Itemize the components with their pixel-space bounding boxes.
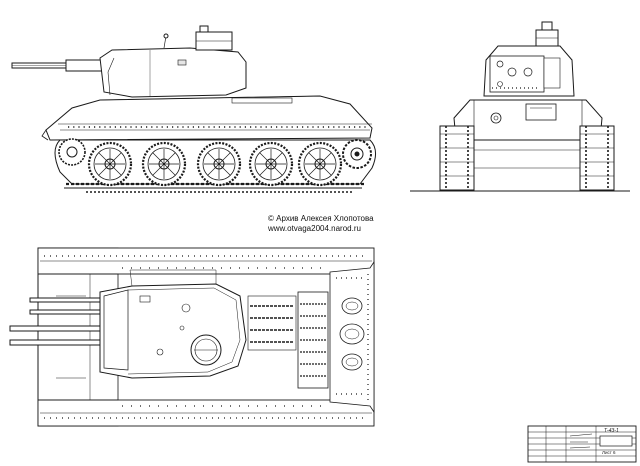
road-wheel xyxy=(87,141,133,187)
front-cupola xyxy=(535,21,559,47)
side-turret xyxy=(99,25,247,98)
front-left-track xyxy=(439,125,475,191)
front-turret xyxy=(483,45,575,97)
road-wheel xyxy=(196,141,242,187)
drive-sprocket xyxy=(342,139,372,169)
title-block-sheet: Лист 6 xyxy=(602,450,616,455)
side-road-wheels xyxy=(58,138,372,187)
title-block: Т-43-1 Лист 6 xyxy=(527,425,637,463)
rear-hatch-center xyxy=(339,323,365,345)
road-wheel xyxy=(297,141,343,187)
road-wheel xyxy=(248,141,294,187)
side-gun-barrel xyxy=(11,59,103,72)
road-wheel xyxy=(141,141,187,187)
title-block-code: Т-43-1 xyxy=(604,428,619,434)
front-view xyxy=(410,21,630,192)
credit-line-website[interactable]: www.otvaga2004.narod.ru xyxy=(268,224,361,233)
rear-hatch-lower xyxy=(341,353,363,371)
side-view xyxy=(11,25,376,193)
front-idler-wheel xyxy=(58,138,86,166)
top-engine-deck xyxy=(247,260,375,414)
rear-hatch-upper xyxy=(341,297,363,315)
front-right-track xyxy=(579,125,615,191)
top-view xyxy=(9,247,375,427)
archive-credit: © Архив Алексея Хлопотова www.otvaga2004… xyxy=(268,214,374,234)
side-hull xyxy=(45,95,373,141)
top-turret xyxy=(99,269,247,379)
credit-line-archive: © Архив Алексея Хлопотова xyxy=(268,214,374,223)
